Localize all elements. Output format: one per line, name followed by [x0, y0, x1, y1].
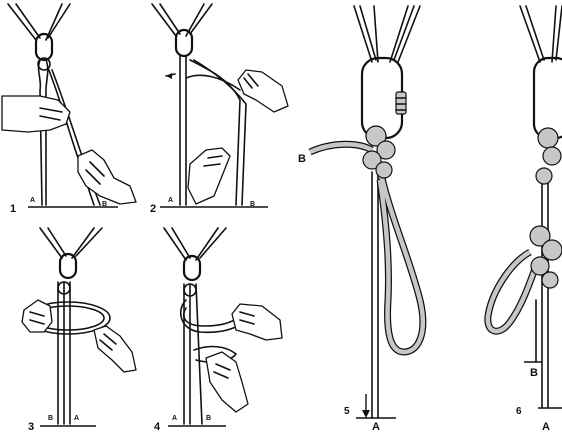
rope-end-a-label: A [74, 415, 79, 422]
hand-right [232, 304, 282, 340]
hand-right [78, 150, 136, 204]
panel-1: 1 A B [2, 4, 136, 215]
hand-left [2, 96, 70, 132]
carabiner [362, 58, 406, 138]
rope-end-b-label: B [530, 367, 538, 379]
panel-5: 5 B A [298, 6, 423, 433]
panel-2: 2 A B [150, 4, 288, 215]
knot [363, 126, 395, 178]
rope-end-a-label: A [168, 197, 173, 204]
rope-end-b-label: B [206, 415, 211, 422]
panel-6: 6 B A [488, 6, 562, 433]
step-number: 6 [516, 406, 522, 417]
step-number: 5 [344, 406, 350, 417]
anchor-slings [164, 228, 226, 260]
step-number: 4 [154, 421, 161, 433]
step-number: 1 [10, 203, 16, 215]
step-number: 2 [150, 203, 156, 215]
carabiner [176, 30, 192, 56]
rope-end-b-label: B [48, 415, 53, 422]
panel-3: 3 B A [22, 228, 136, 433]
rope-strands [310, 144, 423, 418]
carabiner [36, 34, 52, 60]
panel-4: 4 A B [154, 228, 282, 433]
anchor-slings [354, 6, 420, 62]
carabiner [184, 256, 200, 280]
step-number: 3 [28, 421, 34, 433]
rope-end-b-label: B [298, 153, 306, 165]
carabiner [534, 58, 562, 138]
anchor-slings [520, 6, 562, 62]
rope-end-a-label: A [372, 421, 380, 433]
hand-left [22, 300, 52, 332]
hand-bottom [188, 148, 230, 204]
rope-end-a-label: A [30, 197, 35, 204]
rope-strands [488, 172, 548, 408]
hand-right [94, 326, 136, 372]
rope-end-b-label: B [250, 201, 255, 208]
arrow-down-icon [362, 394, 370, 418]
knot [530, 128, 562, 288]
rope-end-a-label: A [542, 421, 550, 433]
carabiner [60, 254, 76, 278]
hand-bottom [206, 352, 248, 412]
rope-end-b-label: B [102, 201, 107, 208]
rope-end-a-label: A [172, 415, 177, 422]
